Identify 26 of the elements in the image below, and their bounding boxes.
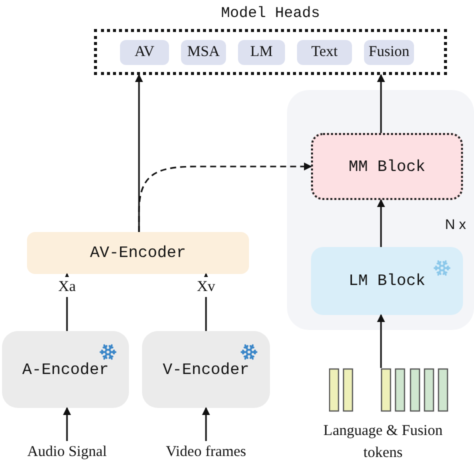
head-pill: Text: [297, 40, 352, 65]
input-label: Video frames: [148, 441, 264, 463]
head-pill: AV: [120, 40, 169, 65]
block-box: MM Block: [311, 133, 463, 200]
arrow: [138, 162, 312, 232]
arrow: [63, 273, 71, 331]
edge-label: Xv: [194, 277, 218, 297]
arrow: [377, 314, 385, 368]
arrow: [377, 199, 385, 247]
heading: Model Heads: [220, 4, 322, 24]
repeat-label: N x: [445, 215, 466, 234]
edge-label: Xa: [56, 277, 78, 297]
repeat-panel: [287, 90, 474, 330]
encoder-box: AV-Encoder: [27, 232, 249, 274]
arrow: [202, 407, 210, 441]
token-caption: Language & Fusion tokens: [322, 422, 444, 463]
encoder-box: V-Encoder: [142, 331, 270, 408]
arrow: [377, 74, 385, 133]
block-box: LM Block: [311, 247, 463, 315]
input-label: Audio Signal: [14, 441, 120, 463]
head-pill: Fusion: [364, 40, 414, 65]
encoder-box: A-Encoder: [2, 331, 129, 408]
arrow: [202, 273, 210, 331]
head-pill: MSA: [181, 40, 226, 65]
arrow: [63, 407, 71, 441]
head-pill: LM: [238, 40, 285, 65]
